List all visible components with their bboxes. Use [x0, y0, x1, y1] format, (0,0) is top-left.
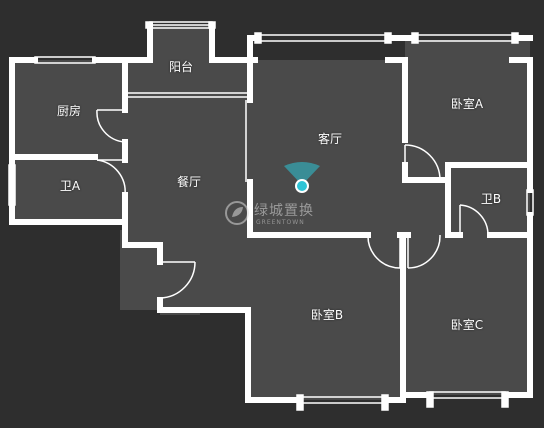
watermark-brand: 绿城置换: [254, 203, 314, 219]
camera-position-marker[interactable]: [284, 162, 320, 193]
door-entry[interactable]: [159, 261, 196, 299]
door-bedroom-b[interactable]: [367, 234, 401, 269]
watermark-sub: GREENTOWN: [256, 219, 305, 226]
floor-area: [12, 25, 531, 400]
room-label-bedroom-a: 卧室A: [450, 97, 484, 111]
room-label-bedroom-b: 卧室B: [310, 308, 344, 322]
room-label-bath-a: 卫A: [59, 179, 81, 193]
walls: [9, 22, 533, 403]
watermark: 绿城置换 GREENTOWN: [222, 198, 332, 232]
leaf-logo-icon: [225, 201, 249, 225]
door-kitchen[interactable]: [96, 109, 126, 143]
windows: [8, 21, 534, 411]
room-label-kitchen: 厨房: [56, 104, 82, 118]
doors: [96, 109, 489, 299]
door-bedroom-c[interactable]: [407, 234, 441, 269]
room-label-bedroom-c: 卧室C: [450, 318, 484, 332]
room-label-bath-b: 卫B: [480, 192, 502, 206]
room-label-balcony: 阳台: [168, 60, 194, 74]
door-bedroom-a[interactable]: [404, 144, 441, 181]
room-label-dining: 餐厅: [176, 175, 202, 189]
room-label-living: 客厅: [317, 132, 343, 146]
door-bath-a[interactable]: [96, 159, 126, 196]
door-bath-b[interactable]: [459, 204, 489, 236]
